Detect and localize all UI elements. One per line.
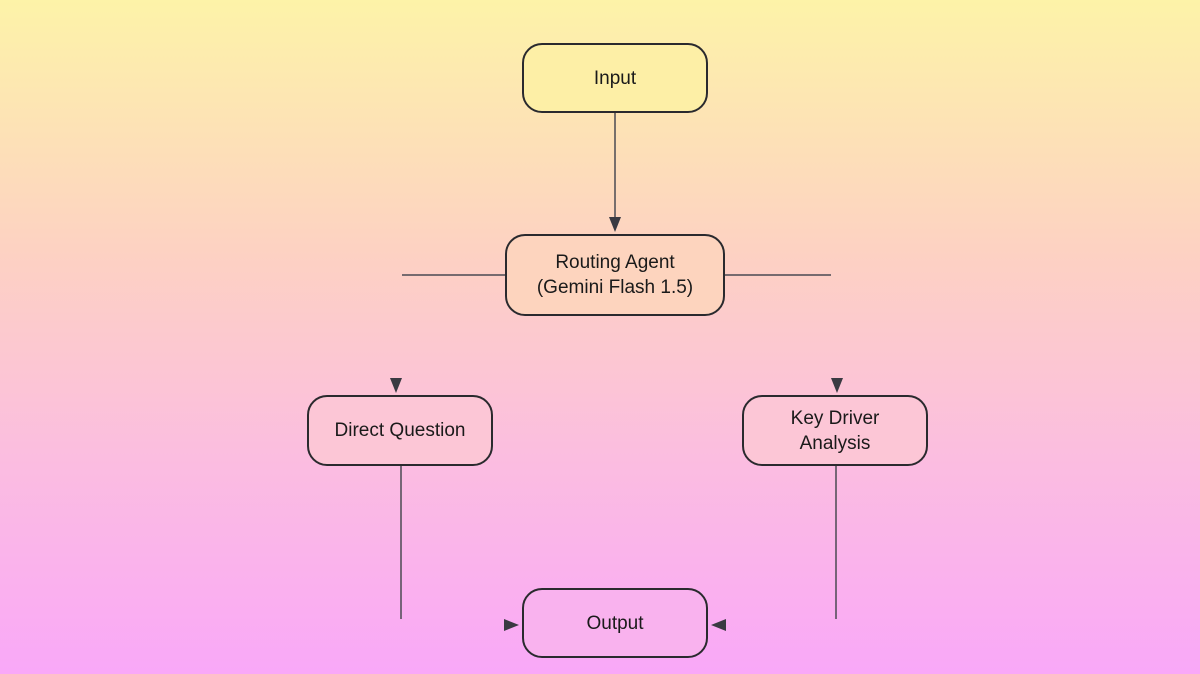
edge-routing-agent-to-key-driver	[725, 274, 843, 393]
arrowhead-right-icon	[504, 619, 519, 631]
arrowhead-left-icon	[711, 619, 726, 631]
edge-key-driver-to-output	[711, 466, 837, 631]
arrowhead-down-icon	[390, 378, 402, 393]
edge-direct-question-to-output	[400, 466, 519, 631]
arrowhead-down-icon	[609, 217, 621, 232]
output-node: Output	[522, 588, 708, 658]
direct-question-node: Direct Question	[307, 395, 493, 466]
key-driver-analysis-node: Key Driver Analysis	[742, 395, 928, 466]
arrowhead-down-icon	[831, 378, 843, 393]
edge-routing-agent-to-direct-question	[390, 274, 505, 393]
input-node: Input	[522, 43, 708, 113]
routing-agent-node: Routing Agent (Gemini Flash 1.5)	[505, 234, 725, 316]
edge-input-to-routing-agent	[609, 113, 621, 232]
